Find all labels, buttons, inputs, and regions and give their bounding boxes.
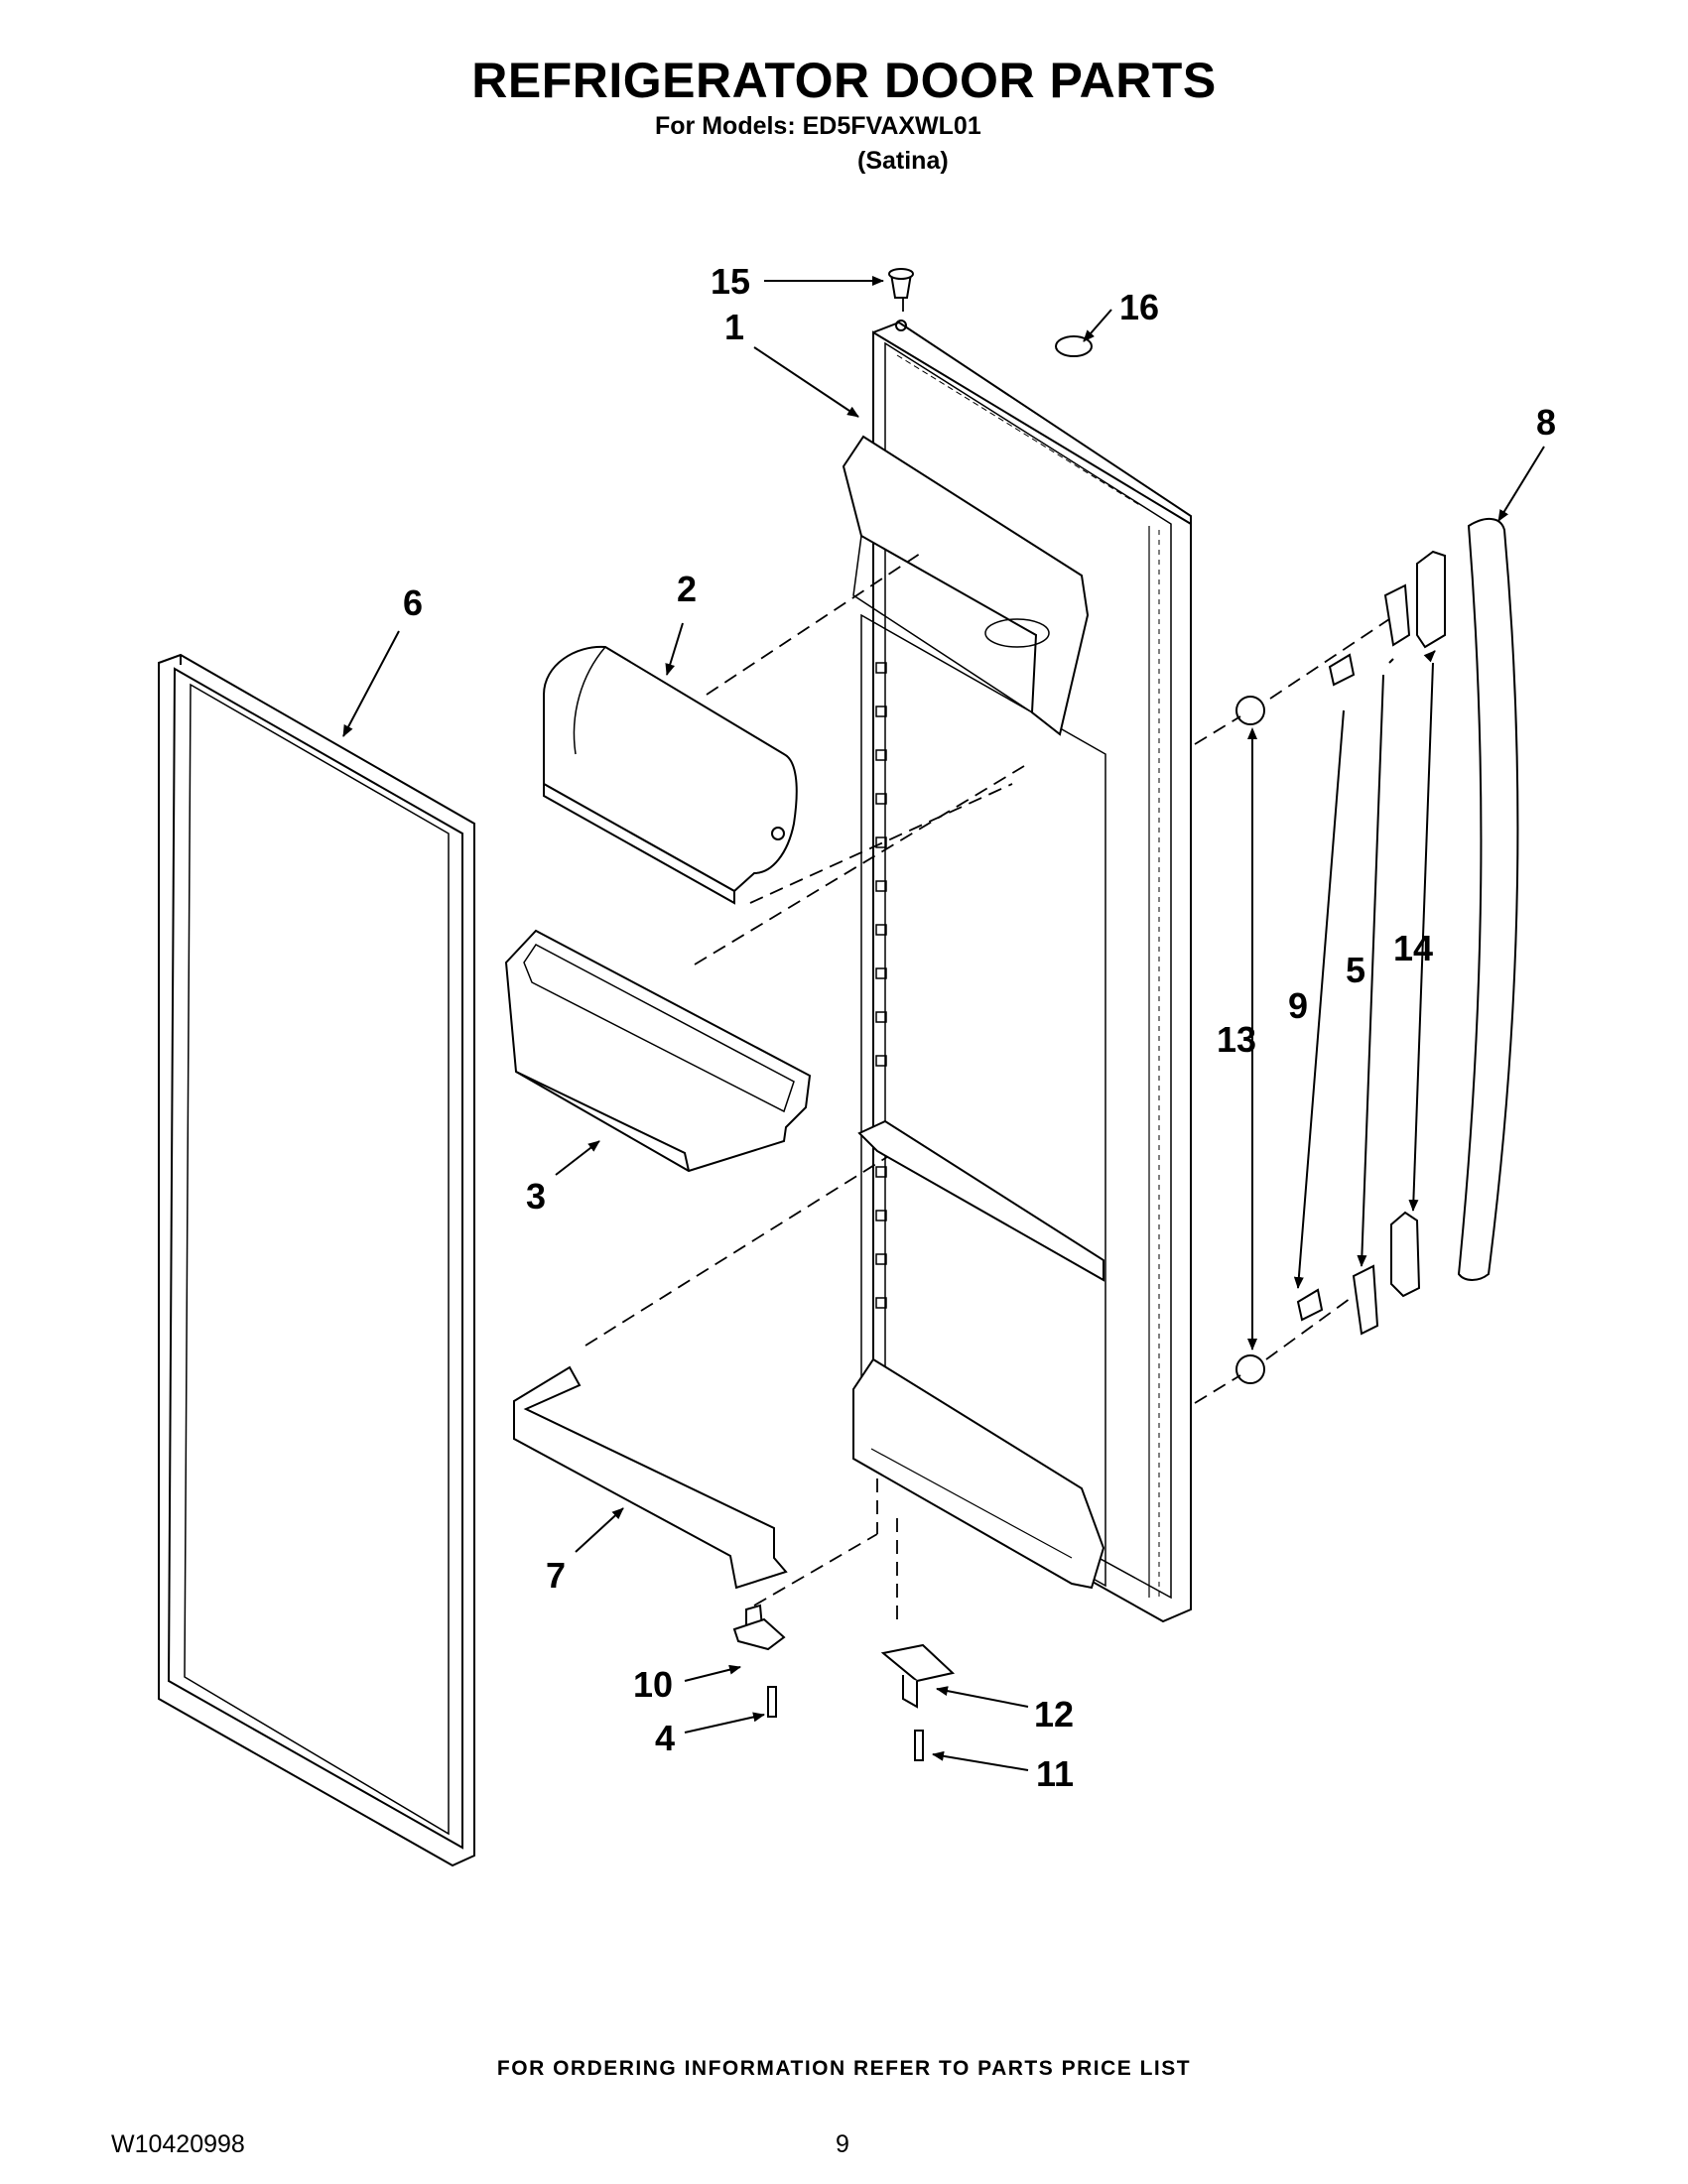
callout-2: 2 (677, 569, 697, 609)
callout-5: 5 (1346, 950, 1365, 990)
door-gasket (158, 653, 475, 1867)
handle-mount-hardware (1235, 583, 1411, 1384)
callout-7: 7 (546, 1555, 566, 1596)
shelf-studs (875, 662, 887, 1309)
ordering-note: FOR ORDERING INFORMATION REFER TO PARTS … (496, 2057, 1192, 2080)
lower-door-bin (513, 1365, 788, 1590)
page-title: REFRIGERATOR DOOR PARTS (471, 53, 1217, 108)
callout-16: 16 (1119, 287, 1159, 327)
leader-arrows (342, 276, 1545, 1771)
dairy-cover (543, 645, 798, 905)
door-liner (842, 320, 1192, 1623)
callout-11: 11 (1036, 1753, 1074, 1794)
callout-6: 6 (403, 582, 423, 623)
callout-1: 1 (724, 307, 744, 347)
callout-13: 13 (1217, 1019, 1256, 1060)
document-number: W10420998 (111, 2130, 245, 2158)
callout-14: 14 (1393, 928, 1433, 968)
washer (1055, 335, 1093, 357)
handle-end-caps (1390, 550, 1446, 1298)
lower-bracket (880, 1643, 956, 1761)
callout-10: 10 (633, 1664, 673, 1705)
assembly-lines (584, 298, 1390, 1627)
lower-hinge (732, 1604, 786, 1718)
model-variant: (Satina) (857, 147, 949, 175)
models-line: For Models: ED5FVAXWL01 (655, 112, 981, 140)
callout-4: 4 (655, 1718, 675, 1758)
door-bin (504, 929, 812, 1173)
hinge-plug (888, 268, 914, 299)
callout-8: 8 (1536, 402, 1556, 443)
callout-12: 12 (1034, 1694, 1074, 1734)
callout-3: 3 (526, 1176, 546, 1217)
page-number: 9 (836, 2130, 849, 2158)
callout-15: 15 (711, 261, 750, 302)
callout-9: 9 (1288, 985, 1308, 1026)
door-handle (1457, 518, 1519, 1281)
